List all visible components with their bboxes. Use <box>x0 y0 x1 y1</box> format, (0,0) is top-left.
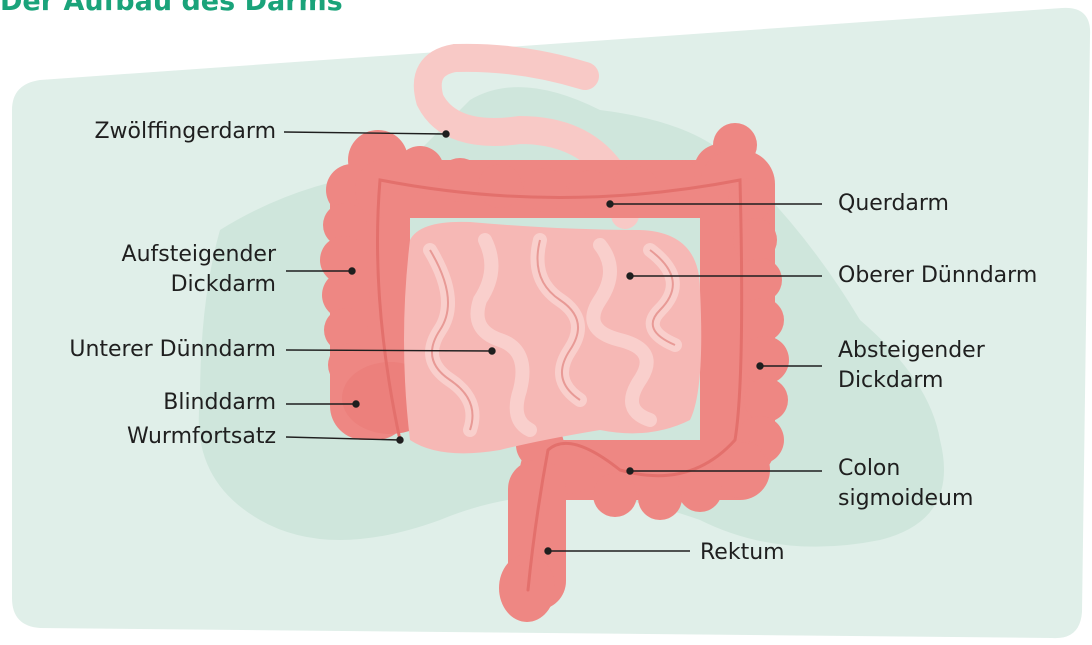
label-oberer-duenndarm: Oberer Dünndarm <box>838 261 1037 291</box>
label-querdarm: Querdarm <box>838 189 949 219</box>
label-blinddarm: Blinddarm <box>163 388 276 418</box>
label-colon-line1: Colon <box>838 454 900 484</box>
dot-querdarm <box>607 201 613 207</box>
label-absteigender-line1: Absteigender <box>838 336 985 366</box>
dot-unterer <box>489 348 495 354</box>
dot-zwoelffingerdarm <box>443 131 449 137</box>
label-colon-line2: sigmoideum <box>838 484 973 514</box>
dot-oberer <box>627 273 633 279</box>
dot-colon <box>627 468 633 474</box>
dot-blinddarm <box>353 401 359 407</box>
label-unterer-duenndarm: Unterer Dünndarm <box>69 335 276 365</box>
dot-aufsteigender <box>349 268 355 274</box>
label-aufsteigender-line2: Dickdarm <box>171 270 276 300</box>
dot-absteigender <box>757 363 763 369</box>
dot-wurmfortsatz <box>397 437 403 443</box>
label-absteigender-line2: Dickdarm <box>838 366 943 396</box>
label-aufsteigender-line1: Aufsteigender <box>122 240 276 270</box>
small-intestine <box>404 222 701 454</box>
label-zwoelffingerdarm: Zwölffingerdarm <box>94 117 276 147</box>
label-wurmfortsatz: Wurmfortsatz <box>127 422 276 452</box>
label-rektum: Rektum <box>700 538 785 568</box>
dot-rektum <box>545 548 551 554</box>
